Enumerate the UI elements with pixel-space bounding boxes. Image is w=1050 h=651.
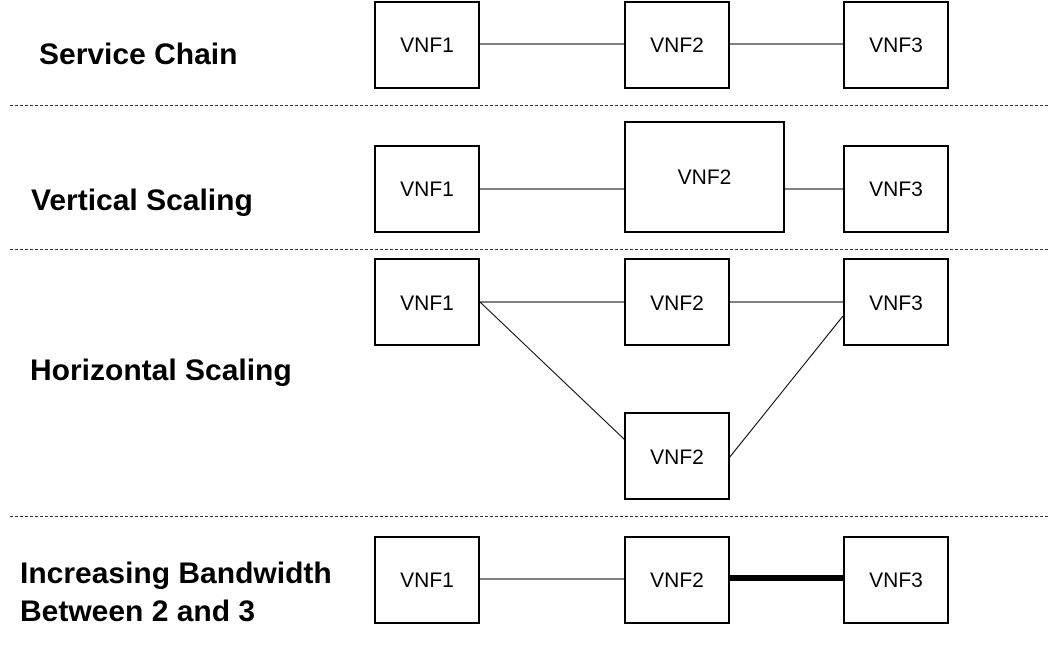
node-vs-vnf2-scaled: VNF2 xyxy=(624,121,785,233)
node-bw-vnf1: VNF1 xyxy=(374,536,480,624)
node-label: VNF3 xyxy=(869,569,923,592)
link-hs-vnf1-vnf2b xyxy=(479,301,626,441)
section-divider-3 xyxy=(10,516,1048,517)
label-increasing-bandwidth: Increasing Bandwidth xyxy=(20,557,332,590)
link-hs-vnf2b-vnf3 xyxy=(728,315,844,459)
node-sc-vnf1: VNF1 xyxy=(374,1,480,89)
node-label: VNF2 xyxy=(650,34,704,57)
node-label: VNF2 xyxy=(650,446,704,469)
node-hs-vnf2-lower: VNF2 xyxy=(624,412,730,500)
label-between-2-and-3: Between 2 and 3 xyxy=(20,595,256,628)
node-label: VNF3 xyxy=(869,178,923,201)
node-bw-vnf2: VNF2 xyxy=(624,536,730,624)
label-horizontal-scaling: Horizontal Scaling xyxy=(30,354,292,387)
node-label: VNF3 xyxy=(869,292,923,315)
node-sc-vnf3: VNF3 xyxy=(843,1,949,89)
node-bw-vnf3: VNF3 xyxy=(843,536,949,624)
node-label: VNF1 xyxy=(400,178,454,201)
node-vs-vnf1: VNF1 xyxy=(374,145,480,233)
node-hs-vnf2-upper: VNF2 xyxy=(624,258,730,346)
node-label: VNF1 xyxy=(400,292,454,315)
node-label: VNF2 xyxy=(677,166,732,189)
label-vertical-scaling: Vertical Scaling xyxy=(31,184,253,217)
node-label: VNF2 xyxy=(650,569,704,592)
node-label: VNF2 xyxy=(650,292,704,315)
node-label: VNF1 xyxy=(400,34,454,57)
node-hs-vnf3: VNF3 xyxy=(843,258,949,346)
label-service-chain: Service Chain xyxy=(39,38,238,71)
node-label: VNF1 xyxy=(400,569,454,592)
node-label: VNF3 xyxy=(869,34,923,57)
node-hs-vnf1: VNF1 xyxy=(374,258,480,346)
section-divider-1 xyxy=(10,105,1048,106)
node-vs-vnf3: VNF3 xyxy=(843,145,949,233)
section-divider-2 xyxy=(10,249,1048,250)
node-sc-vnf2: VNF2 xyxy=(624,1,730,89)
